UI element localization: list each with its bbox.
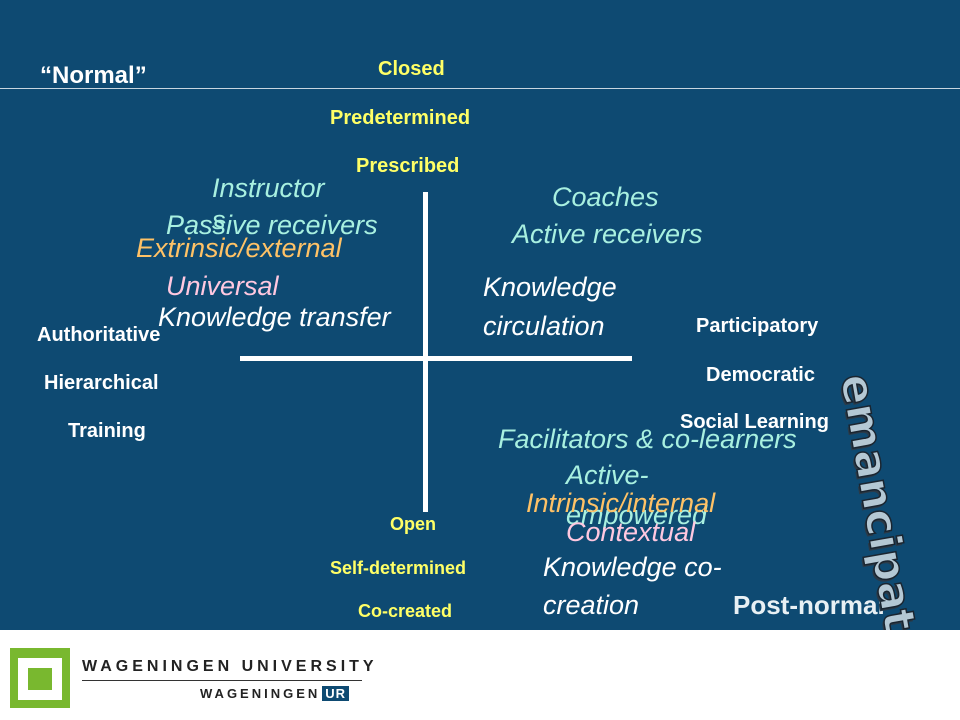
role-instructors-line2: s: [212, 205, 226, 235]
intrinsic-internal: Intrinsic/internal: [526, 488, 716, 518]
role-coaches: Coaches: [552, 182, 659, 212]
extrinsic-external: Extrinsic/external: [136, 233, 342, 263]
axis-top-predetermined: Predetermined: [330, 107, 471, 129]
role-instructors-line1: Instructor: [212, 173, 325, 203]
active-receivers: Active receivers: [512, 219, 703, 249]
axis-left-training: Training: [68, 420, 146, 442]
contextual: Contextual: [566, 517, 696, 547]
passive-receivers: Passive receivers: [166, 210, 378, 240]
role-facilitators: Facilitators & co-learners: [498, 424, 797, 454]
footer-rule: [82, 680, 362, 681]
knowledge-circulation-line2: circulation: [483, 311, 605, 341]
instrumental-wordart: instrumental: [0, 0, 21, 186]
axis-right-social-learning: Social Learning: [680, 411, 829, 433]
university-logo-icon: [10, 648, 70, 708]
active-empowered-line2: empowered: [566, 500, 708, 530]
axis-right-participatory: Participatory: [696, 315, 819, 337]
ur-suffix: UR: [322, 686, 350, 701]
axis-bottom-co-created: Co-created: [358, 601, 453, 621]
knowledge-co-creation-line2: creation: [543, 590, 640, 620]
axis-left-hierarchical: Hierarchical: [44, 372, 159, 394]
axis-bottom-open: Open: [390, 514, 437, 534]
active-empowered-line1: Active-: [566, 460, 649, 490]
axis-bottom-self-determined: Self-determined: [330, 558, 467, 578]
knowledge-co-creation-line1: Knowledge co-: [543, 552, 722, 582]
axis-top-prescribed: Prescribed: [356, 155, 460, 177]
axis-right-democratic: Democratic: [706, 364, 815, 386]
axis-top-closed: Closed: [378, 58, 445, 80]
universal: Universal: [166, 271, 279, 301]
axis-left-authoritative: Authoritative: [37, 324, 161, 346]
slide: “Normal” Closed Predetermined Prescribed…: [0, 0, 960, 630]
vertical-axis: [423, 192, 428, 512]
post-normal-label: Post-normal: [733, 590, 885, 620]
ur-prefix: WAGENINGEN: [200, 686, 321, 701]
university-name: WAGENINGEN UNIVERSITY: [82, 658, 378, 675]
knowledge-transfer: Knowledge transfer: [158, 302, 391, 332]
horizontal-axis: [240, 356, 632, 361]
title-normal: “Normal”: [40, 62, 147, 89]
header-rule: [0, 88, 960, 89]
knowledge-circulation-line1: Knowledge: [483, 272, 617, 302]
